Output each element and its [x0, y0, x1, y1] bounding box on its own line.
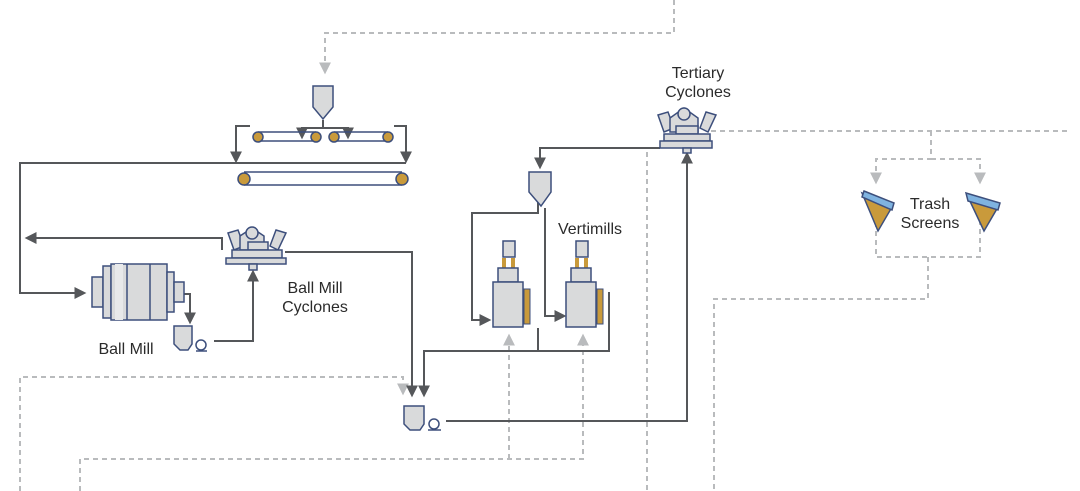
ball-mill-cyclones — [225, 226, 288, 271]
tertiary-cyclones — [657, 107, 718, 154]
conveyor-system — [237, 85, 409, 186]
main-pump — [403, 405, 441, 431]
trash-screen-right — [964, 191, 1001, 233]
dashed-flow-lines — [19, 0, 1070, 491]
ball-mill-label: Ball Mill — [98, 341, 154, 358]
vertimill-1 — [492, 240, 531, 328]
feed-hopper — [312, 85, 334, 121]
ball-mill — [91, 263, 185, 321]
trash-screens-label: Trash Screens — [900, 196, 960, 232]
ball-mill-cyclones-label: Ball Mill Cyclones — [282, 280, 348, 316]
vertimill-feed-hopper — [528, 171, 552, 208]
vertimills-label: Vertimills — [557, 221, 622, 238]
trash-screen-left — [860, 190, 895, 233]
vertimill-2 — [565, 240, 604, 328]
ball-mill-pump — [173, 325, 207, 352]
tertiary-cyclones-label: Tertiary Cyclones — [665, 65, 731, 101]
